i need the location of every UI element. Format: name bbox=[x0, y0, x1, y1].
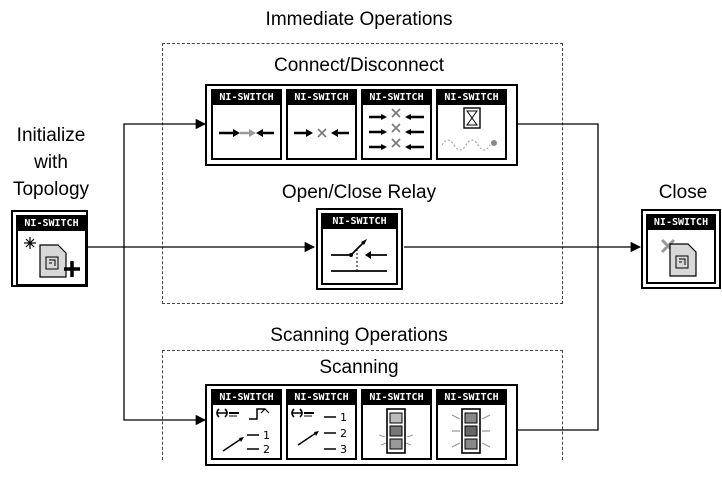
initialize-label-line1: Initialize bbox=[16, 125, 86, 146]
svg-text:1: 1 bbox=[263, 429, 270, 442]
disconnect-multiple-icon[interactable]: NI-SWITCH bbox=[361, 89, 432, 160]
relay-control-icon[interactable]: NI-SWITCH bbox=[321, 213, 398, 285]
close-session-icon[interactable]: NI-SWITCH bbox=[646, 214, 716, 284]
connect-disconnect-label: Connect/Disconnect bbox=[273, 55, 445, 76]
initialize-topology-icon[interactable]: NI-SWITCH bbox=[16, 215, 87, 286]
initialize-vi-frame: NI-SWITCH bbox=[11, 210, 88, 287]
svg-text:2: 2 bbox=[263, 443, 270, 456]
scanning-label: Scanning bbox=[319, 357, 399, 378]
connect-icon[interactable]: NI-SWITCH bbox=[211, 89, 282, 160]
wait-for-scan-complete-icon[interactable]: NI-SWITCH bbox=[361, 389, 432, 460]
relay-vi-frame: NI-SWITCH bbox=[316, 208, 403, 290]
connect-disconnect-vi-frame: NI-SWITCH NI-SWITCH NI-SWITCH bbox=[205, 84, 518, 166]
initialize-label-line2: with bbox=[34, 152, 68, 173]
abort-scan-icon[interactable]: NI-SWITCH bbox=[436, 389, 507, 460]
disconnect-icon[interactable]: NI-SWITCH bbox=[286, 89, 357, 160]
initiate-scan-icon[interactable]: NI-SWITCH 1 2 bbox=[211, 389, 282, 460]
close-label: Close bbox=[658, 182, 708, 203]
svg-text:1: 1 bbox=[340, 411, 347, 424]
open-close-relay-label: Open/Close Relay bbox=[281, 182, 437, 203]
wait-for-debounce-icon[interactable]: NI-SWITCH bbox=[436, 89, 507, 160]
svg-text:3: 3 bbox=[340, 443, 347, 456]
initialize-label-line3: Topology bbox=[12, 179, 90, 200]
immediate-operations-label: Immediate Operations bbox=[265, 9, 453, 30]
close-vi-frame: NI-SWITCH bbox=[641, 209, 721, 289]
scanning-vi-frame: NI-SWITCH 1 2 NI-SWITCH bbox=[205, 384, 518, 466]
send-software-trigger-icon[interactable]: NI-SWITCH 1 2 3 bbox=[286, 389, 357, 460]
scanning-operations-label: Scanning Operations bbox=[270, 325, 448, 346]
svg-text:2: 2 bbox=[340, 427, 347, 440]
